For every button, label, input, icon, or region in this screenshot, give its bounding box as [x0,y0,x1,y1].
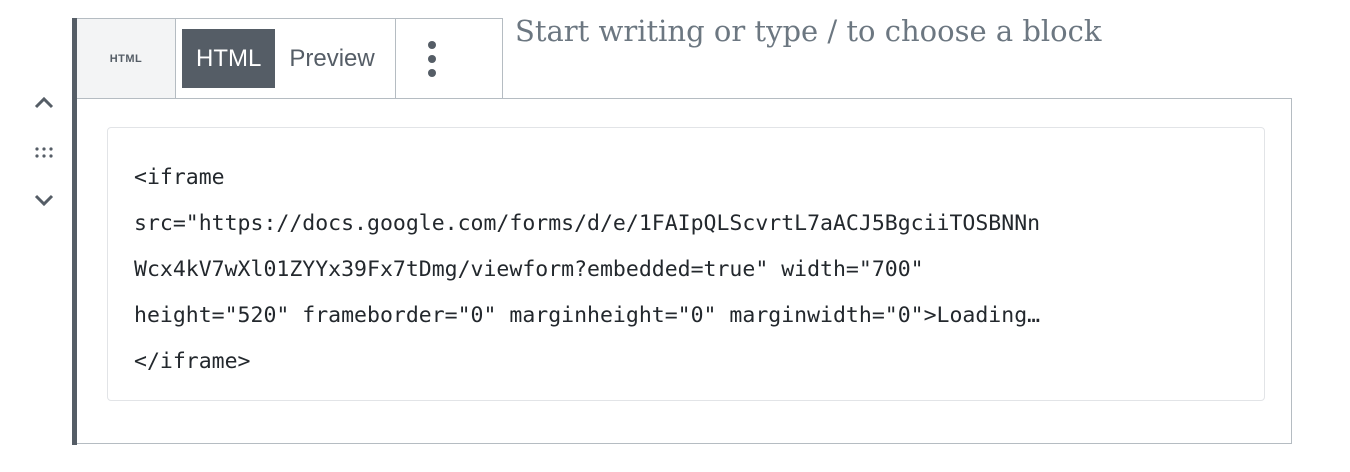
code-line: </iframe> [134,349,251,374]
block-type-button[interactable]: HTML [77,19,176,98]
html-code-editor[interactable]: <iframe src="https://docs.google.com/form… [107,127,1265,401]
code-line: src="https://docs.google.com/forms/d/e/1… [134,211,1041,236]
code-line: <iframe [134,165,225,190]
more-options-button[interactable] [396,19,468,98]
editor-placeholder: Start writing or type / to choose a bloc… [515,14,1102,48]
code-line: Wcx4kV7wXl01ZYYx39Fx7tDmg/viewform?embed… [134,257,924,282]
move-up-button[interactable] [30,94,58,115]
chevron-down-icon [34,194,54,207]
tab-html[interactable]: HTML [182,29,276,88]
block-selected-indicator [72,18,77,445]
html-block[interactable] [77,98,1292,444]
mode-switcher: HTML Preview [176,19,396,98]
drag-handle[interactable] [30,146,58,165]
vertical-ellipsis-icon [427,40,436,77]
chevron-up-icon [34,96,54,109]
drag-handle-icon [35,147,53,158]
move-down-button[interactable] [30,192,58,213]
code-line: height="520" frameborder="0" marginheigh… [134,303,1041,328]
block-toolbar: HTML HTML Preview [77,18,503,99]
tab-preview[interactable]: Preview [289,44,375,72]
